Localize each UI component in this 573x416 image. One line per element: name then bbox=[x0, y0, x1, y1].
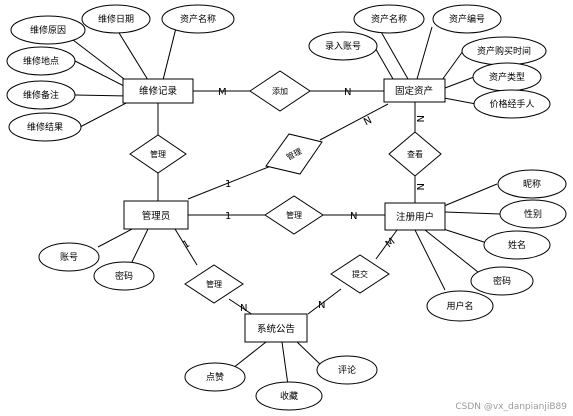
attribute-maintenance-location: 维修地点 bbox=[6, 46, 76, 76]
card-record-add: M bbox=[218, 87, 227, 98]
attribute-maintenance-reason: 维修原因 bbox=[10, 15, 86, 45]
attribute-label: 点赞 bbox=[206, 371, 224, 383]
card-submit-notice-n: N bbox=[318, 300, 325, 311]
card-admin-user-one: 1 bbox=[225, 211, 231, 222]
relationship-label: 添加 bbox=[272, 86, 288, 96]
attribute-entry-account: 录入账号 bbox=[308, 31, 378, 61]
attribute-admin-password: 密码 bbox=[93, 261, 155, 291]
relationship-add: 添加 bbox=[249, 70, 311, 112]
attribute-favorite: 收藏 bbox=[255, 381, 323, 411]
attribute-label: 资产名称 bbox=[371, 13, 407, 25]
relationship-submit: 提交 bbox=[330, 254, 390, 294]
entity-system-notice: 系统公告 bbox=[244, 313, 308, 343]
relationship-manage-asset: 管理 bbox=[265, 133, 323, 175]
cardinality-labels: M N 1 N N N 1 N 1 N M N bbox=[181, 87, 425, 314]
relationship-manage-record: 管理 bbox=[129, 134, 187, 174]
entity-fixed-asset-label: 固定资产 bbox=[395, 85, 433, 97]
attribute-user-password: 密码 bbox=[470, 266, 534, 296]
card-notice-manage-n: N bbox=[240, 303, 247, 314]
attribute-label: 性别 bbox=[524, 208, 542, 220]
relationship-label: 管理 bbox=[150, 149, 166, 159]
attribute-purchase-time: 资产购买时间 bbox=[461, 36, 547, 66]
relationship-view: 查看 bbox=[388, 131, 442, 177]
attribute-label: 资产购买时间 bbox=[477, 45, 531, 57]
attribute-nickname: 昵称 bbox=[497, 169, 567, 199]
relationship-manage-notice: 管理 bbox=[184, 264, 244, 304]
attribute-gender: 性别 bbox=[499, 199, 567, 229]
attribute-label: 昵称 bbox=[523, 178, 541, 190]
attribute-label: 账号 bbox=[60, 252, 78, 263]
attribute-comment: 评论 bbox=[316, 355, 378, 385]
attribute-label: 资产类型 bbox=[489, 71, 525, 83]
entity-admin: 管理员 bbox=[123, 200, 189, 230]
entity-admin-label: 管理员 bbox=[142, 210, 171, 222]
attribute-label: 维修地点 bbox=[23, 55, 59, 67]
card-admin-asset-one: 1 bbox=[225, 179, 231, 190]
card-user-submit-m: M bbox=[384, 236, 398, 250]
card-user-manage-n: N bbox=[350, 211, 357, 222]
attribute-label: 密码 bbox=[115, 270, 133, 282]
attribute-label: 维修原因 bbox=[30, 24, 66, 36]
attribute-asset-type: 资产类型 bbox=[472, 62, 542, 92]
attribute-price-handler: 价格经手人 bbox=[473, 89, 551, 119]
attribute-label: 价格经手人 bbox=[489, 98, 534, 110]
attribute-label: 用户名 bbox=[446, 300, 473, 312]
attribute-label: 姓名 bbox=[508, 239, 526, 251]
card-add-asset: N bbox=[344, 87, 351, 98]
attribute-like: 点赞 bbox=[184, 362, 246, 392]
attribute-admin-account: 账号 bbox=[38, 242, 100, 272]
attribute-label: 维修结果 bbox=[27, 121, 63, 133]
attribute-label: 密码 bbox=[493, 275, 511, 287]
watermark: CSDN @vx_danpianjiB89 bbox=[455, 402, 567, 412]
attribute-full-name: 姓名 bbox=[483, 230, 551, 260]
card-asset-manage-n: N bbox=[362, 115, 374, 128]
attribute-label: 收藏 bbox=[280, 390, 298, 402]
card-asset-view-n: N bbox=[414, 115, 425, 122]
attribute-maintenance-date: 维修日期 bbox=[81, 4, 151, 34]
attribute-asset-name: 资产名称 bbox=[353, 4, 425, 34]
relationship-label: 提交 bbox=[352, 269, 368, 279]
entity-system-notice-label: 系统公告 bbox=[257, 323, 295, 335]
relationship-label: 查看 bbox=[407, 149, 423, 159]
attribute-record-asset-name: 资产名称 bbox=[161, 4, 235, 34]
attribute-label: 评论 bbox=[338, 364, 356, 376]
entity-maintenance-record: 维修记录 bbox=[122, 78, 194, 104]
attribute-username: 用户名 bbox=[426, 290, 494, 322]
relationship-manage-user: 管理 bbox=[264, 195, 324, 235]
relationship-label: 管理 bbox=[286, 210, 302, 220]
relationship-label: 管理 bbox=[206, 279, 222, 289]
connection-lines bbox=[59, 26, 501, 386]
attribute-label: 维修日期 bbox=[98, 13, 134, 25]
attribute-maintenance-note: 维修备注 bbox=[6, 80, 76, 110]
attribute-label: 录入账号 bbox=[325, 41, 361, 52]
attribute-asset-number: 资产编号 bbox=[432, 4, 502, 34]
entity-registered-user: 注册用户 bbox=[384, 202, 446, 231]
entity-maintenance-record-label: 维修记录 bbox=[139, 85, 178, 97]
card-admin-notice-one: 1 bbox=[181, 238, 192, 251]
attribute-label: 资产名称 bbox=[180, 13, 216, 25]
entity-registered-user-label: 注册用户 bbox=[396, 211, 434, 223]
attribute-label: 资产编号 bbox=[449, 13, 485, 25]
attribute-label: 维修备注 bbox=[23, 89, 59, 101]
card-view-user-n: N bbox=[414, 183, 425, 190]
entity-fixed-asset: 固定资产 bbox=[383, 78, 446, 103]
attribute-maintenance-result: 维修结果 bbox=[8, 112, 82, 142]
